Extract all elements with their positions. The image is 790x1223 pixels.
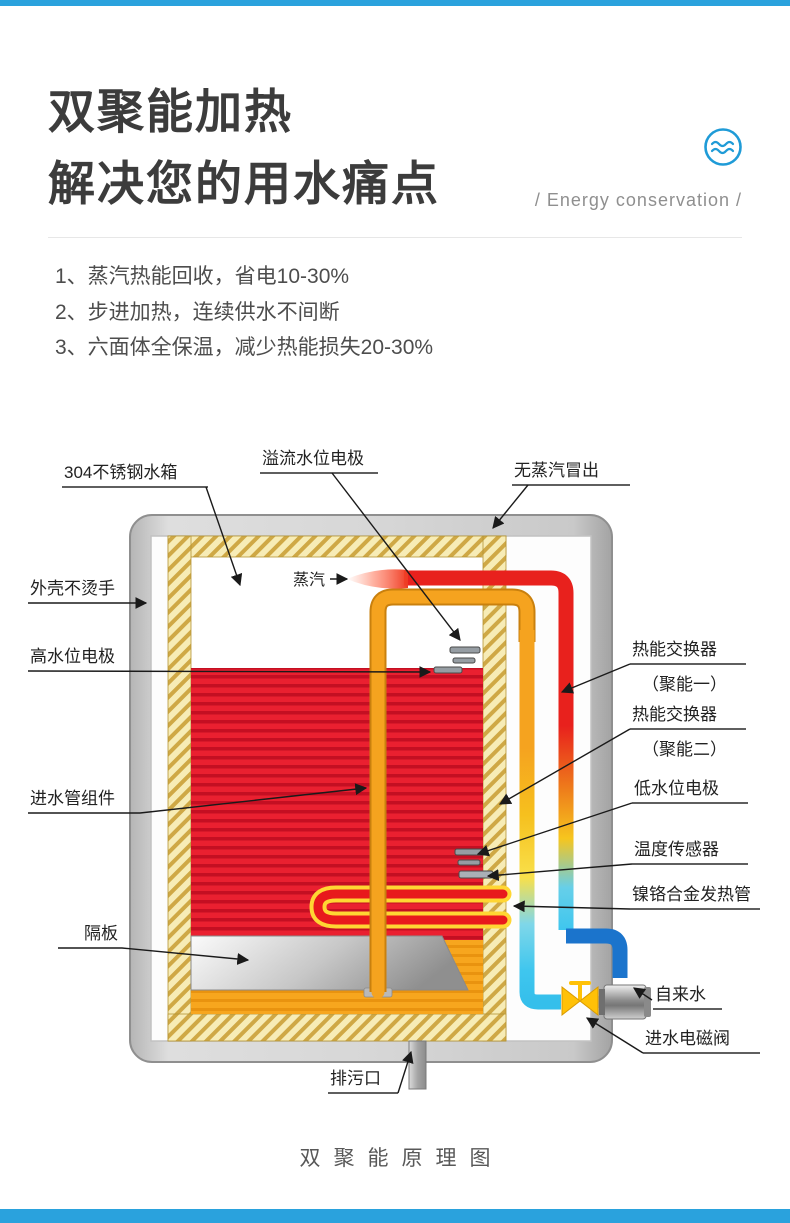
- feature-item-3: 3、六面体全保温，减少热能损失20-30%: [55, 336, 434, 360]
- label-tap-water: 自来水: [633, 985, 722, 1010]
- label-tap-water-text: 自来水: [655, 985, 706, 1004]
- overflow-electrode-tip: [452, 657, 476, 664]
- label-no-steam-text: 无蒸汽冒出: [514, 461, 599, 480]
- label-temp-sensor: 温度传感器: [486, 840, 748, 882]
- label-partition: 隔板: [58, 924, 250, 965]
- label-exchanger1-text: 热能交换器: [632, 640, 717, 659]
- drain-pipe: [408, 1040, 427, 1090]
- diagram-caption: 双聚能原理图: [299, 1147, 504, 1170]
- label-exchanger1-sub: （聚能一）: [642, 675, 727, 694]
- label-heating-tube: 镍铬合金发热管: [512, 885, 760, 913]
- feature-list: 1、蒸汽热能回收，省电10-30% 2、步进加热，连续供水不间断 3、六面体全保…: [55, 265, 434, 373]
- label-exchanger-1: 热能交换器 （聚能一）: [560, 640, 746, 694]
- label-steam: 蒸汽: [293, 571, 349, 589]
- english-tagline: / Energy conservation /: [534, 190, 742, 210]
- diagram-annotations: 304不锈钢水箱 溢流水位电极 无蒸汽冒出 外壳不烫手 高水位电极 蒸汽: [27, 449, 760, 1094]
- label-heating-tube-text: 镍铬合金发热管: [632, 885, 751, 904]
- label-high-level-electrode: 高水位电极: [27, 647, 432, 678]
- label-exchanger-2: 热能交换器 （聚能二）: [498, 705, 746, 805]
- steam-jet: [347, 569, 408, 589]
- label-partition-text: 隔板: [84, 924, 118, 943]
- high-level-electrode: [433, 666, 463, 674]
- label-inlet-valve-text: 进水电磁阀: [645, 1029, 730, 1048]
- insulation-left-wall: [167, 535, 192, 1042]
- heating-element: [309, 885, 512, 929]
- label-shell-text: 外壳不烫手: [30, 579, 115, 598]
- manual-valve-right: [579, 985, 599, 1017]
- stainless-tank: [167, 535, 507, 1042]
- solenoid-valve-cap-left: [599, 989, 605, 1015]
- label-overflow-electrode: 溢流水位电极: [260, 449, 461, 641]
- insulation-right-wall: [482, 535, 507, 1042]
- label-tank: 304不锈钢水箱: [62, 463, 243, 587]
- label-tank-text: 304不锈钢水箱: [64, 463, 177, 482]
- inlet-pipe-assembly: [363, 588, 536, 999]
- label-drain-text: 排污口: [330, 1069, 381, 1088]
- solenoid-valve-cap-right: [644, 987, 651, 1017]
- overflow-electrode: [449, 646, 481, 654]
- label-high-level-text: 高水位电极: [30, 647, 115, 666]
- page-title-line1: 双聚能加热: [48, 85, 293, 138]
- page-title-line2: 解决您的用水痛点: [48, 157, 440, 210]
- label-low-level-electrode: 低水位电极: [476, 779, 748, 857]
- label-inlet-pipe: 进水管组件: [28, 783, 368, 814]
- label-exchanger2-text: 热能交换器: [632, 705, 717, 724]
- heat-exchanger-pipe-2: [519, 630, 561, 1010]
- manual-valve-left: [561, 985, 581, 1017]
- insulation-bottom: [167, 1013, 507, 1042]
- heat-exchanger-pipe-1: [404, 570, 574, 930]
- temperature-sensor: [458, 870, 494, 879]
- label-drain: 排污口: [328, 1050, 414, 1094]
- label-inlet-valve: 进水电磁阀: [585, 1017, 760, 1054]
- label-steam-text: 蒸汽: [293, 571, 325, 589]
- partition-plate: [190, 935, 469, 991]
- principle-diagram: 304不锈钢水箱 溢流水位电极 无蒸汽冒出 外壳不烫手 高水位电极 蒸汽: [27, 449, 760, 1094]
- label-overflow-text: 溢流水位电极: [262, 449, 364, 468]
- bottom-accent-bar: [0, 1209, 790, 1223]
- insulation-top: [167, 535, 507, 558]
- water-wave-icon: [704, 128, 742, 166]
- label-temp-sensor-text: 温度传感器: [634, 840, 719, 859]
- label-shell: 外壳不烫手: [28, 579, 148, 609]
- label-low-level-text: 低水位电极: [634, 779, 719, 798]
- top-accent-bar: [0, 0, 790, 6]
- low-level-electrode-tip: [457, 859, 481, 866]
- solenoid-valve-body: [603, 984, 647, 1020]
- label-exchanger2-sub: （聚能二）: [642, 740, 727, 759]
- low-level-electrode: [454, 848, 486, 856]
- feature-item-2: 2、步进加热，连续供水不间断: [55, 300, 340, 324]
- feature-item-1: 1、蒸汽热能回收，省电10-30%: [55, 265, 350, 288]
- label-no-steam: 无蒸汽冒出: [492, 461, 630, 529]
- tap-water-pipe: [566, 928, 628, 978]
- header-divider: [48, 237, 742, 238]
- label-inlet-pipe-text: 进水管组件: [30, 789, 115, 808]
